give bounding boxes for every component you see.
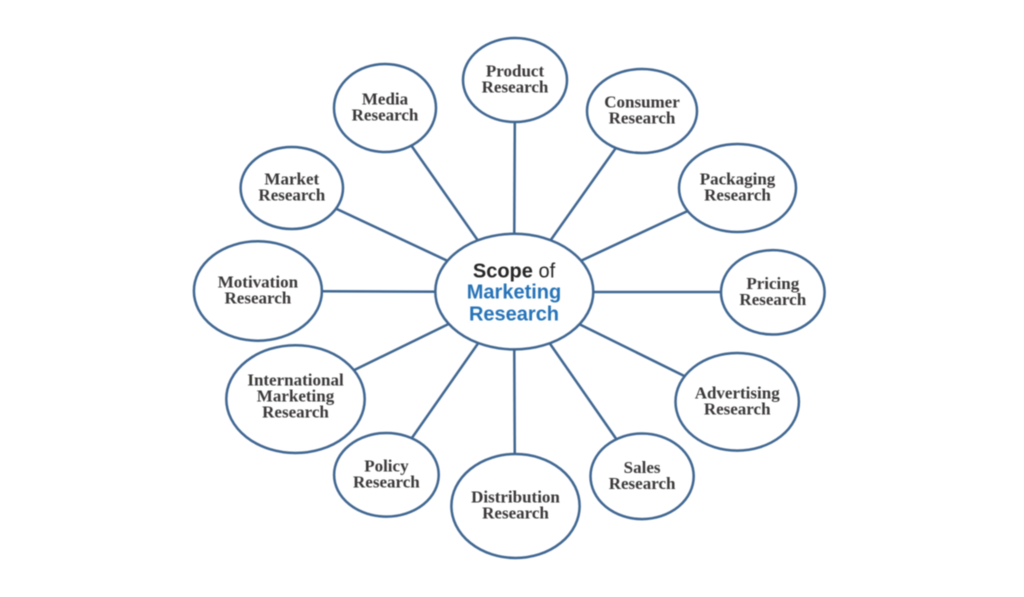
svg-text:Marketing: Marketing <box>467 282 561 304</box>
svg-text:Research: Research <box>469 304 559 326</box>
svg-text:Scope of: Scope of <box>473 261 556 283</box>
